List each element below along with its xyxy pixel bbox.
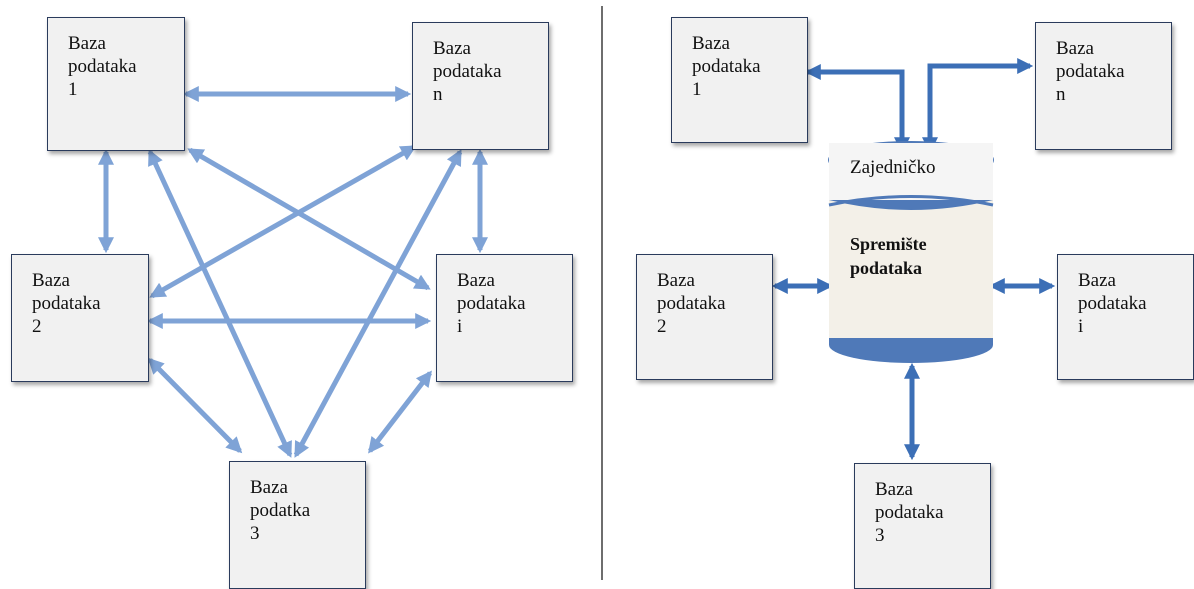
section-divider xyxy=(601,6,603,580)
right-db-n-line2: podataka xyxy=(1056,61,1125,82)
right-db-1-line2: podataka xyxy=(692,56,761,77)
right-db-n-box: Baza podataka n xyxy=(1035,22,1172,150)
right-db-1-box: Baza podataka 1 xyxy=(671,17,808,143)
arrow-dbn-db3 xyxy=(293,149,463,458)
right-db-3-line1: Baza xyxy=(875,479,913,500)
left-db-1-line1: Baza xyxy=(68,33,106,54)
right-db-n-line3: n xyxy=(1056,84,1066,105)
left-db-2-line1: Baza xyxy=(32,270,70,291)
right-db-2-line1: Baza xyxy=(657,270,695,291)
left-db-i-line3: i xyxy=(457,316,463,337)
arrow-dbn-db2 xyxy=(149,144,417,299)
left-db-n-line1: Baza xyxy=(433,38,471,59)
right-db-3-line2: podataka xyxy=(875,502,944,523)
left-db-n-line2: podataka xyxy=(433,61,502,82)
right-db-2-line3: 2 xyxy=(657,316,667,337)
right-db-1-line1: Baza xyxy=(692,33,730,54)
left-db-n-box: Baza podataka n xyxy=(412,22,549,150)
left-db-i-box: Baza podataka i xyxy=(436,254,573,382)
right-db-i-line2: podataka xyxy=(1078,293,1147,314)
arrow-db2-db3 xyxy=(147,357,243,454)
arrow-dbn-repo xyxy=(921,57,1034,154)
left-db-3-line3: 3 xyxy=(250,523,260,544)
left-db-2-line3: 2 xyxy=(32,316,42,337)
left-db-i-line2: podataka xyxy=(457,293,526,314)
right-db-3-line3: 3 xyxy=(875,525,885,546)
repository-body-line2: podataka xyxy=(850,258,923,278)
right-db-n-line1: Baza xyxy=(1056,38,1094,59)
repository-body-label: Spremište podataka xyxy=(850,232,927,280)
arrow-db1-dbi xyxy=(187,147,431,291)
left-db-3-line1: Baza xyxy=(250,477,288,498)
left-db-1-line2: podataka xyxy=(68,56,137,77)
repository-cylinder xyxy=(828,141,994,363)
left-db-1-box: Baza podataka 1 xyxy=(47,17,185,151)
right-db-i-line1: Baza xyxy=(1078,270,1116,291)
left-db-n-line3: n xyxy=(433,84,443,105)
right-db-2-line2: podataka xyxy=(657,293,726,314)
right-db-i-line3: i xyxy=(1078,316,1084,337)
left-db-1-line3: 1 xyxy=(68,79,78,100)
right-db-3-box: Baza podataka 3 xyxy=(854,463,991,589)
left-db-i-line1: Baza xyxy=(457,270,495,291)
repository-top-label: Zajedničko xyxy=(850,157,936,178)
arrow-db1-repo xyxy=(804,63,911,154)
arrow-db1-db3 xyxy=(147,149,293,458)
right-db-2-box: Baza podataka 2 xyxy=(636,254,773,380)
right-db-1-line3: 1 xyxy=(692,79,702,100)
left-db-3-box: Baza podatka 3 xyxy=(229,461,366,589)
left-db-2-box: Baza podataka 2 xyxy=(11,254,149,382)
right-db-i-box: Baza podataka i xyxy=(1057,254,1194,380)
arrow-dbi-db3 xyxy=(368,370,432,454)
left-db-3-line2: podatka xyxy=(250,500,311,521)
repository-body-line1: Spremište xyxy=(850,234,927,254)
left-db-2-line2: podataka xyxy=(32,293,101,314)
